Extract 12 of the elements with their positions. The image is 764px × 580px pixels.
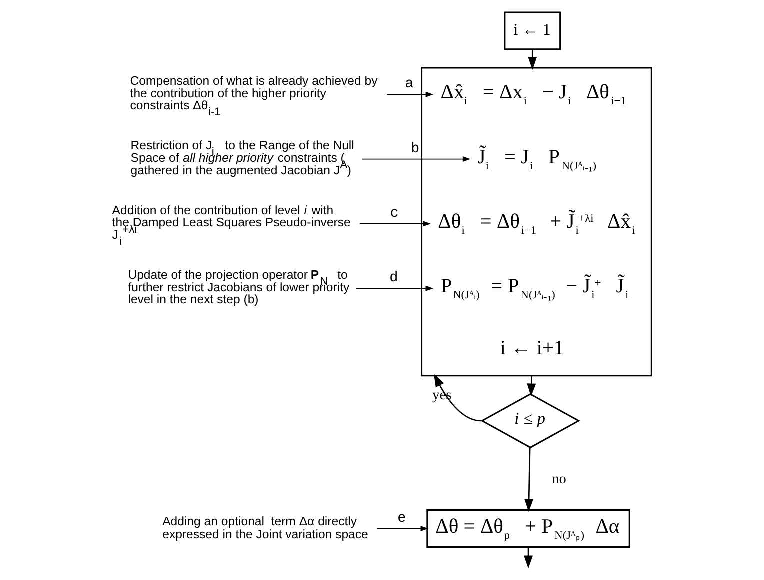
node-text: J̃$_{i}$ = J$_{i}$ P$_{N(Jᴬᵢ₋₁)}$: [478, 146, 596, 172]
node-text: Δx̂$_{i}$ = Δx$_{i}$ − J$_{i}$ Δθ$_{i−1}$: [440, 82, 626, 108]
edge-label: a: [405, 76, 414, 93]
edge-label: c: [390, 206, 399, 222]
node-text: i ← i+1: [500, 337, 564, 360]
edge-label: d: [390, 270, 398, 287]
node-text: P$_{N(Jᴬᵢ)}$ = P$_{N(Jᴬᵢ₋₁)}$ − J̃$_{i}$$^{+}$ J̃$_{i}$: [440, 276, 629, 302]
edge-label: e: [398, 510, 406, 527]
node-text: Adding an optional term Δα directly expressed in the Joint variation space: [162, 514, 368, 542]
edge-label: b: [410, 141, 420, 158]
edge-label: no: [552, 471, 566, 488]
node-text: Δθ$_{i}$ = Δθ$_{i−1}$ + J̃$_{i}$$^{+λi}$ Δx̂$_{i}$: [438, 211, 636, 238]
